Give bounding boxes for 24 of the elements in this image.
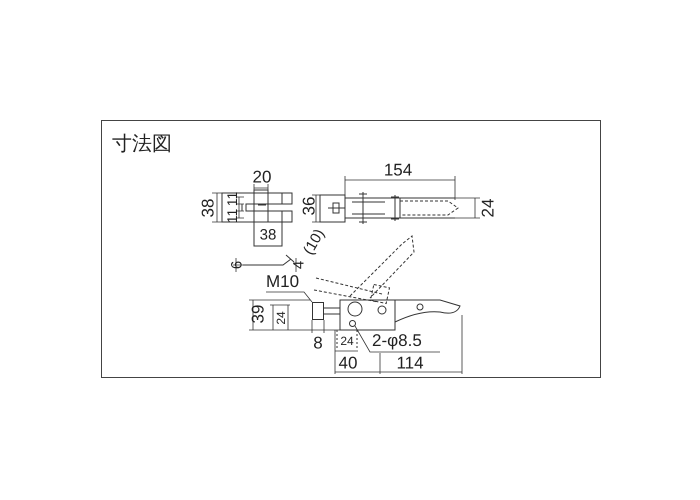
dimension-label: (10) — [300, 226, 328, 258]
dimension-label: 38 — [200, 198, 216, 218]
bolt — [312, 302, 324, 320]
diagram-title: 寸法図 — [112, 130, 172, 157]
dimension-label: 4 — [292, 260, 306, 270]
callout-label: 2-φ8.5 — [372, 332, 440, 349]
dimension-label: 38 — [260, 228, 276, 242]
dimension-label: 36 — [300, 196, 318, 216]
leader-line — [266, 292, 312, 302]
dimension-label: 24 — [275, 311, 287, 325]
dimension-label: 20 — [252, 168, 272, 186]
dimension-label: 24 — [340, 335, 354, 347]
dimension-label: 114 — [396, 354, 424, 372]
dimension-label: 11 — [225, 208, 239, 224]
dimension-label: 40 — [338, 354, 358, 372]
dimension-label: 6 — [230, 260, 244, 270]
leader-line — [354, 326, 440, 352]
dimension-label: 154 — [384, 162, 412, 178]
mounting-hole — [349, 320, 356, 327]
callout-label: M10 — [266, 273, 304, 290]
dimension-label: 39 — [250, 304, 266, 324]
dimension-label: 8 — [313, 334, 323, 352]
dimension-label: 11 — [225, 192, 239, 206]
dimension-label: 24 — [480, 198, 496, 218]
